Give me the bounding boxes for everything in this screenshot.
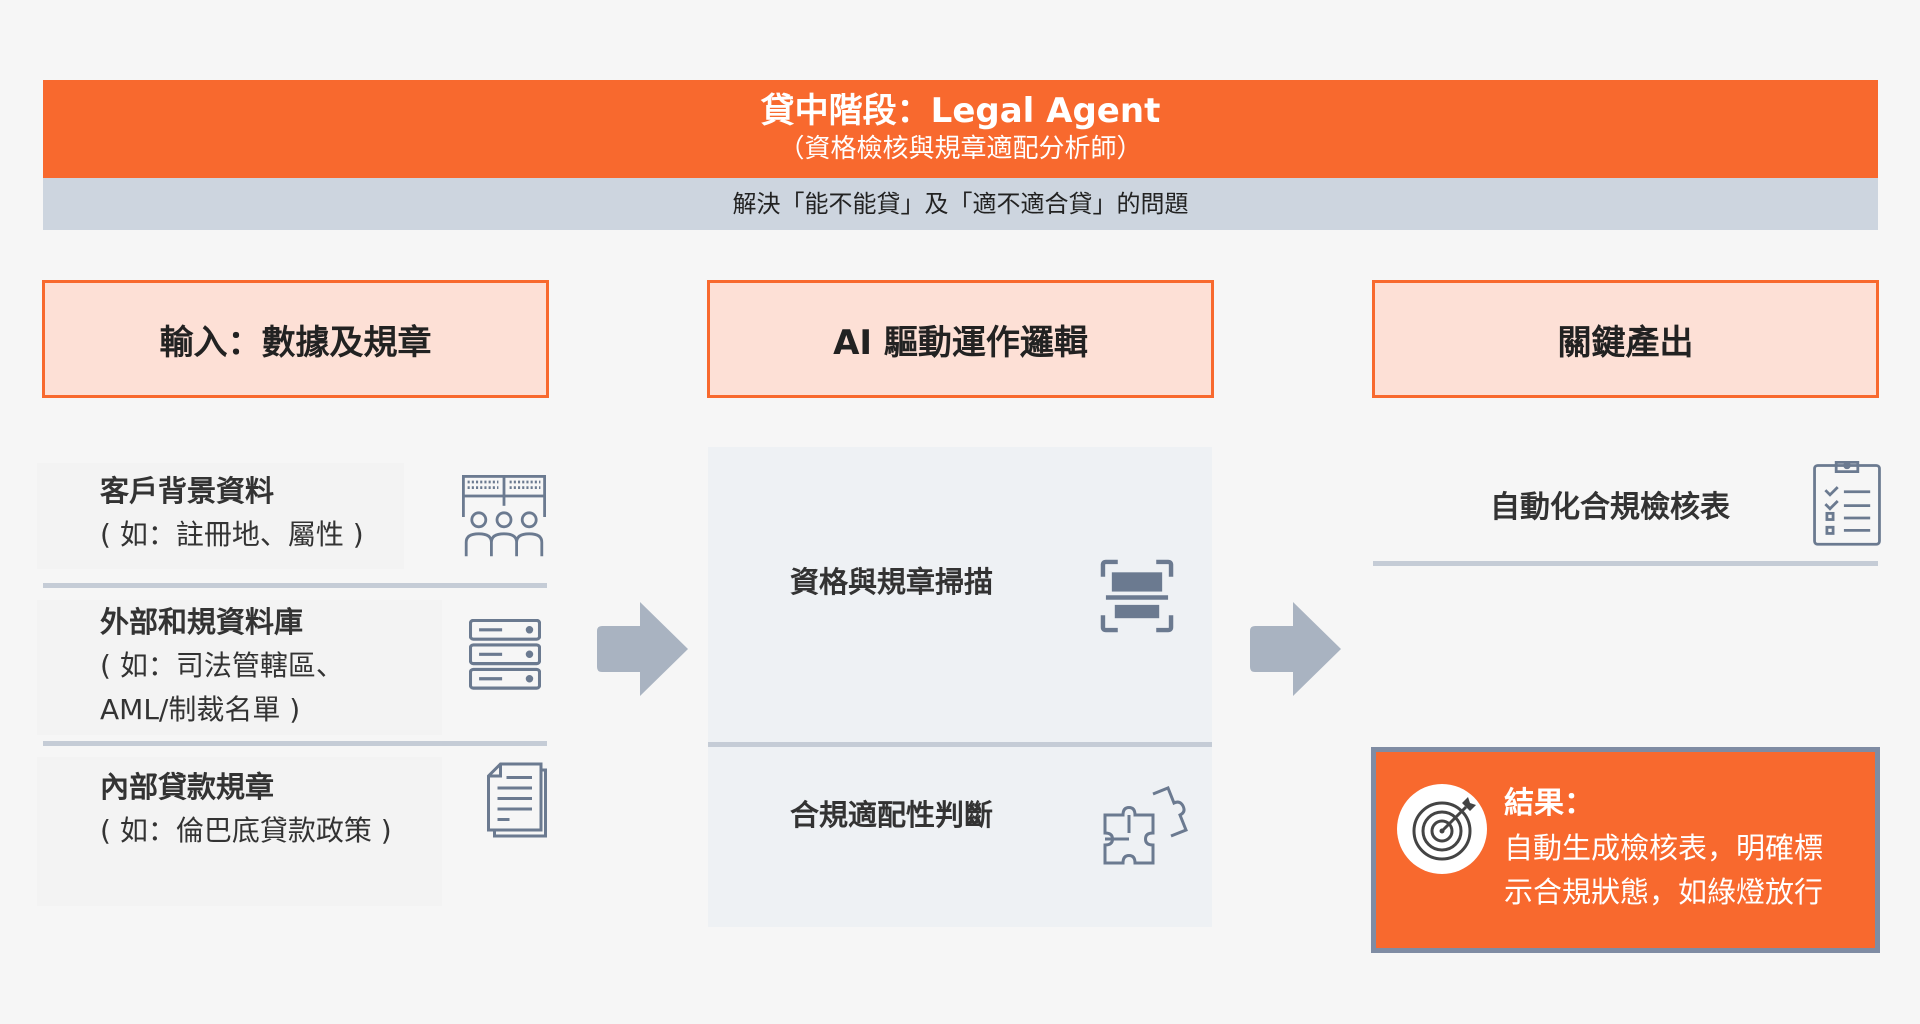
- result-line: 示合規狀態，如綠燈放行: [1504, 875, 1824, 909]
- item-desc: AML/制裁名單 ): [100, 693, 301, 726]
- divider: [708, 742, 1212, 747]
- document-icon: [487, 762, 547, 838]
- column-header-logic: AI 驅動運作邏輯: [707, 280, 1214, 398]
- column-header-output: 關鍵產出: [1372, 280, 1879, 398]
- divider: [43, 583, 547, 588]
- server-database-icon: [469, 619, 541, 690]
- result-box: 結果： 自動生成檢核表，明確標 示合規狀態，如綠燈放行: [1371, 747, 1880, 953]
- column-header-input: 輸入：數據及規章: [42, 280, 549, 398]
- target-icon: [1397, 784, 1487, 874]
- item-desc: ( 如：司法管轄區、: [100, 649, 344, 682]
- banner-title: 貸中階段：Legal Agent: [760, 91, 1161, 131]
- result-title: 結果：: [1504, 786, 1594, 821]
- output-checklist-label: 自動化合規檢核表: [1490, 490, 1730, 525]
- item-title: 內部貸款規章: [100, 770, 275, 804]
- clipboard-checklist-icon: [1813, 460, 1881, 546]
- puzzle-icon: [1103, 786, 1188, 865]
- logic-step-compliance: 合規適配性判斷: [790, 798, 994, 832]
- arrow-right-icon: [597, 602, 688, 696]
- input-item-internal-rules: 內部貸款規章 ( 如：倫巴底貸款政策 ): [37, 757, 442, 906]
- divider: [1373, 561, 1878, 566]
- item-title: 客戶背景資料: [100, 474, 275, 508]
- divider: [43, 741, 547, 746]
- stage-banner: 貸中階段：Legal Agent （資格檢核與規章適配分析師）: [43, 80, 1878, 178]
- input-item-client: 客戶背景資料 ( 如：註冊地、屬性 ): [37, 463, 404, 569]
- item-title: 外部和規資料庫: [100, 605, 304, 639]
- arrow-right-icon: [1250, 602, 1341, 696]
- input-item-external-db: 外部和規資料庫 ( 如：司法管轄區、 AML/制裁名單 ): [37, 600, 442, 735]
- logic-step-scan: 資格與規章掃描: [790, 565, 994, 599]
- team-network-icon: [462, 475, 546, 557]
- banner-subtitle: （資格檢核與規章適配分析師）: [778, 134, 1143, 164]
- item-desc: ( 如：倫巴底貸款政策 ): [100, 814, 392, 847]
- result-line: 自動生成檢核表，明確標: [1504, 831, 1824, 865]
- ai-logic-panel: 資格與規章掃描 合規適配性判斷: [708, 447, 1212, 927]
- scan-icon: [1100, 559, 1174, 633]
- item-desc: ( 如：註冊地、屬性 ): [100, 518, 364, 551]
- tagline: 解決「能不能貸」及「適不適合貸」的問題: [43, 178, 1878, 230]
